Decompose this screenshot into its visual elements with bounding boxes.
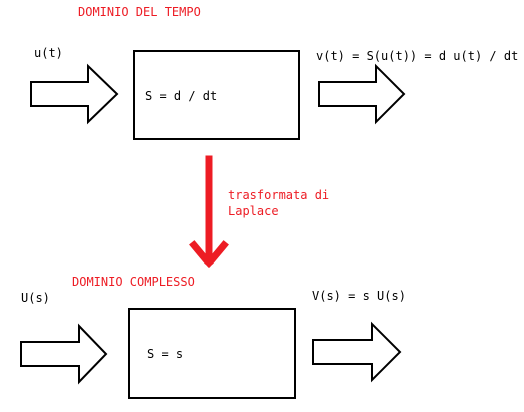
transform-label-line1: trasformata di [228,188,329,202]
time-domain-title: DOMINIO DEL TEMPO [78,5,201,19]
laplace-transform-arrow [189,155,229,268]
complex-input-arrow [20,323,108,385]
time-output-arrow [318,63,406,125]
transform-label-line2: Laplace [228,204,279,218]
time-input-arrow [30,63,119,125]
time-input-label: u(t) [34,46,63,60]
complex-output-arrow [312,321,402,383]
complex-output-label: V(s) = s U(s) [312,289,406,303]
complex-input-label: U(s) [21,291,50,305]
complex-system-label: S = s [147,347,183,361]
time-output-label: v(t) = S(u(t)) = d u(t) / dt [316,49,518,63]
time-system-label: S = d / dt [145,89,217,103]
complex-domain-title: DOMINIO COMPLESSO [72,275,195,289]
complex-system-box [128,308,296,399]
time-system-box [133,50,300,140]
